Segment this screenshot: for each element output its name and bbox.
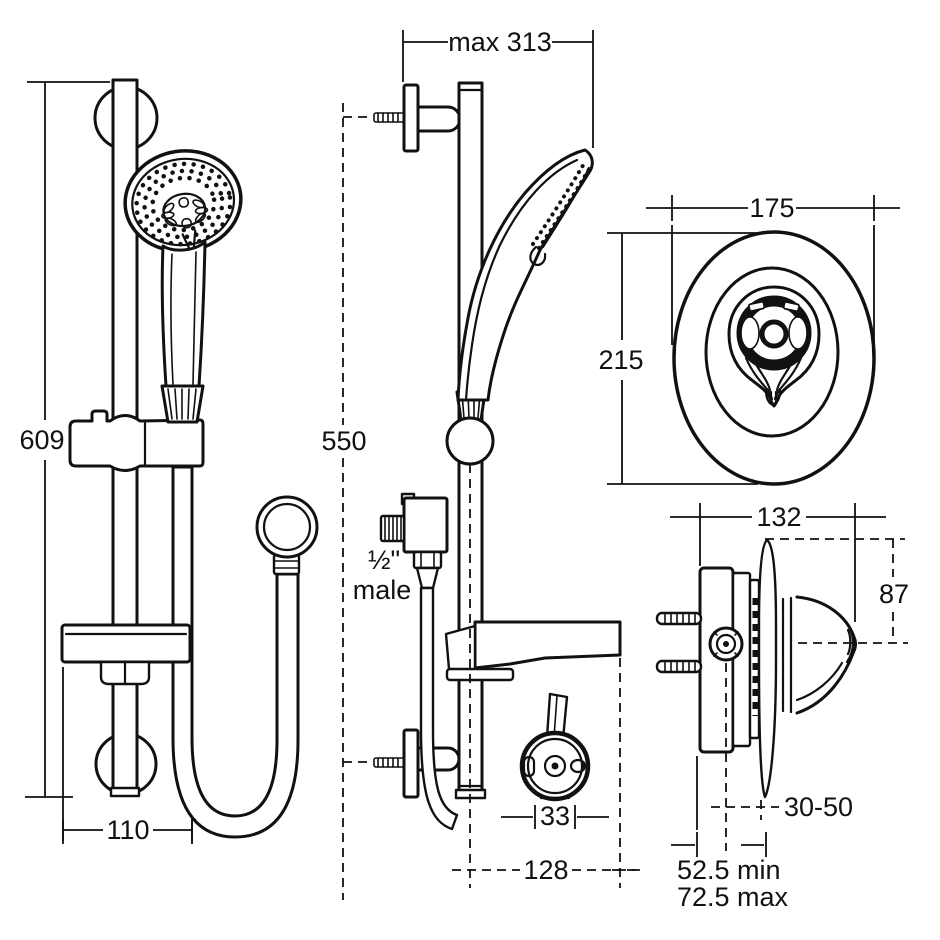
spray-nozzle-ring-3	[150, 175, 217, 233]
rail-front-view: 609	[19, 78, 319, 845]
faceplate-inner	[704, 266, 840, 438]
fixing-screws	[655, 611, 703, 674]
rail-slider-clamp	[68, 409, 205, 472]
soap-dish-side	[444, 620, 622, 682]
body-screw-knob	[708, 626, 744, 662]
hose-ring	[255, 495, 319, 576]
shower-head	[123, 149, 243, 255]
knob-slot-left	[748, 300, 766, 312]
dim-609-lines	[25, 81, 110, 798]
label-male: male	[353, 575, 412, 605]
hose-nut	[412, 550, 443, 570]
bottom-bracket-side	[343, 728, 461, 799]
rail-side-view: 550 max 313	[321, 27, 640, 900]
hose-cone	[415, 566, 440, 590]
dim-faceplate-width: 175	[749, 193, 794, 223]
valve-body	[698, 566, 761, 754]
spray-nozzle-ring-2	[142, 168, 225, 240]
handset-handle	[160, 240, 207, 388]
dim-faceplate-height: 215	[598, 345, 643, 375]
soap-dish	[60, 623, 192, 686]
knob-profile	[781, 595, 857, 715]
slider-ball-joint	[445, 390, 495, 466]
dim-33-lines	[501, 805, 609, 829]
spray-nozzle-ring-1	[134, 161, 233, 247]
dim-rail-height: 609	[19, 425, 64, 455]
control-knob	[727, 285, 821, 408]
valve-front-view: 175 215	[598, 193, 900, 486]
top-bracket-side	[343, 83, 462, 153]
knob-left-window	[741, 317, 759, 349]
dim-max-reach: max 313	[448, 27, 552, 57]
dim-depth-min: 52.5 min	[677, 855, 781, 885]
dim-max313-lines	[402, 30, 594, 148]
outlet-plan-view	[519, 692, 591, 802]
knob-slot-right	[782, 301, 800, 313]
dim-outlet-dia: 33	[540, 801, 570, 831]
dim-wall-depth: 30-50	[784, 792, 853, 822]
knob-pointer	[744, 356, 803, 407]
wall-outlet-elbow	[379, 492, 449, 590]
dim-projection: 128	[523, 855, 568, 885]
dim-215-lines	[607, 232, 758, 485]
faceplate-outer	[672, 230, 876, 486]
label-half-inch: ½"	[368, 545, 400, 575]
hose-side-view	[419, 586, 459, 831]
spray-face-dots	[531, 160, 593, 250]
faceplate-profile	[757, 538, 778, 799]
dim-52-72-lines	[612, 756, 767, 871]
dim-175-lines	[646, 195, 900, 350]
dim-top-to-centre: 87	[879, 579, 909, 609]
valve-side-view: 132	[612, 502, 909, 912]
dim-30-50-lines	[711, 663, 779, 851]
dim-valve-width: 132	[756, 502, 801, 532]
dim-87-lines	[765, 538, 908, 644]
dim-fixing-centres: 550	[321, 426, 366, 456]
knob-centre	[759, 319, 789, 349]
spray-hub-slots	[161, 197, 209, 229]
shower-hose	[171, 465, 300, 839]
handle-knurled-nut	[160, 384, 205, 424]
dim-base-width: 110	[106, 815, 149, 845]
dim-132-lines	[670, 503, 886, 622]
dim-depth-max: 72.5 max	[677, 882, 789, 912]
male-thread	[379, 514, 406, 543]
dim-110-lines	[62, 820, 193, 841]
knob-right-window	[789, 317, 807, 349]
handset-side-view	[456, 148, 594, 402]
rail-end-cap	[109, 786, 141, 798]
